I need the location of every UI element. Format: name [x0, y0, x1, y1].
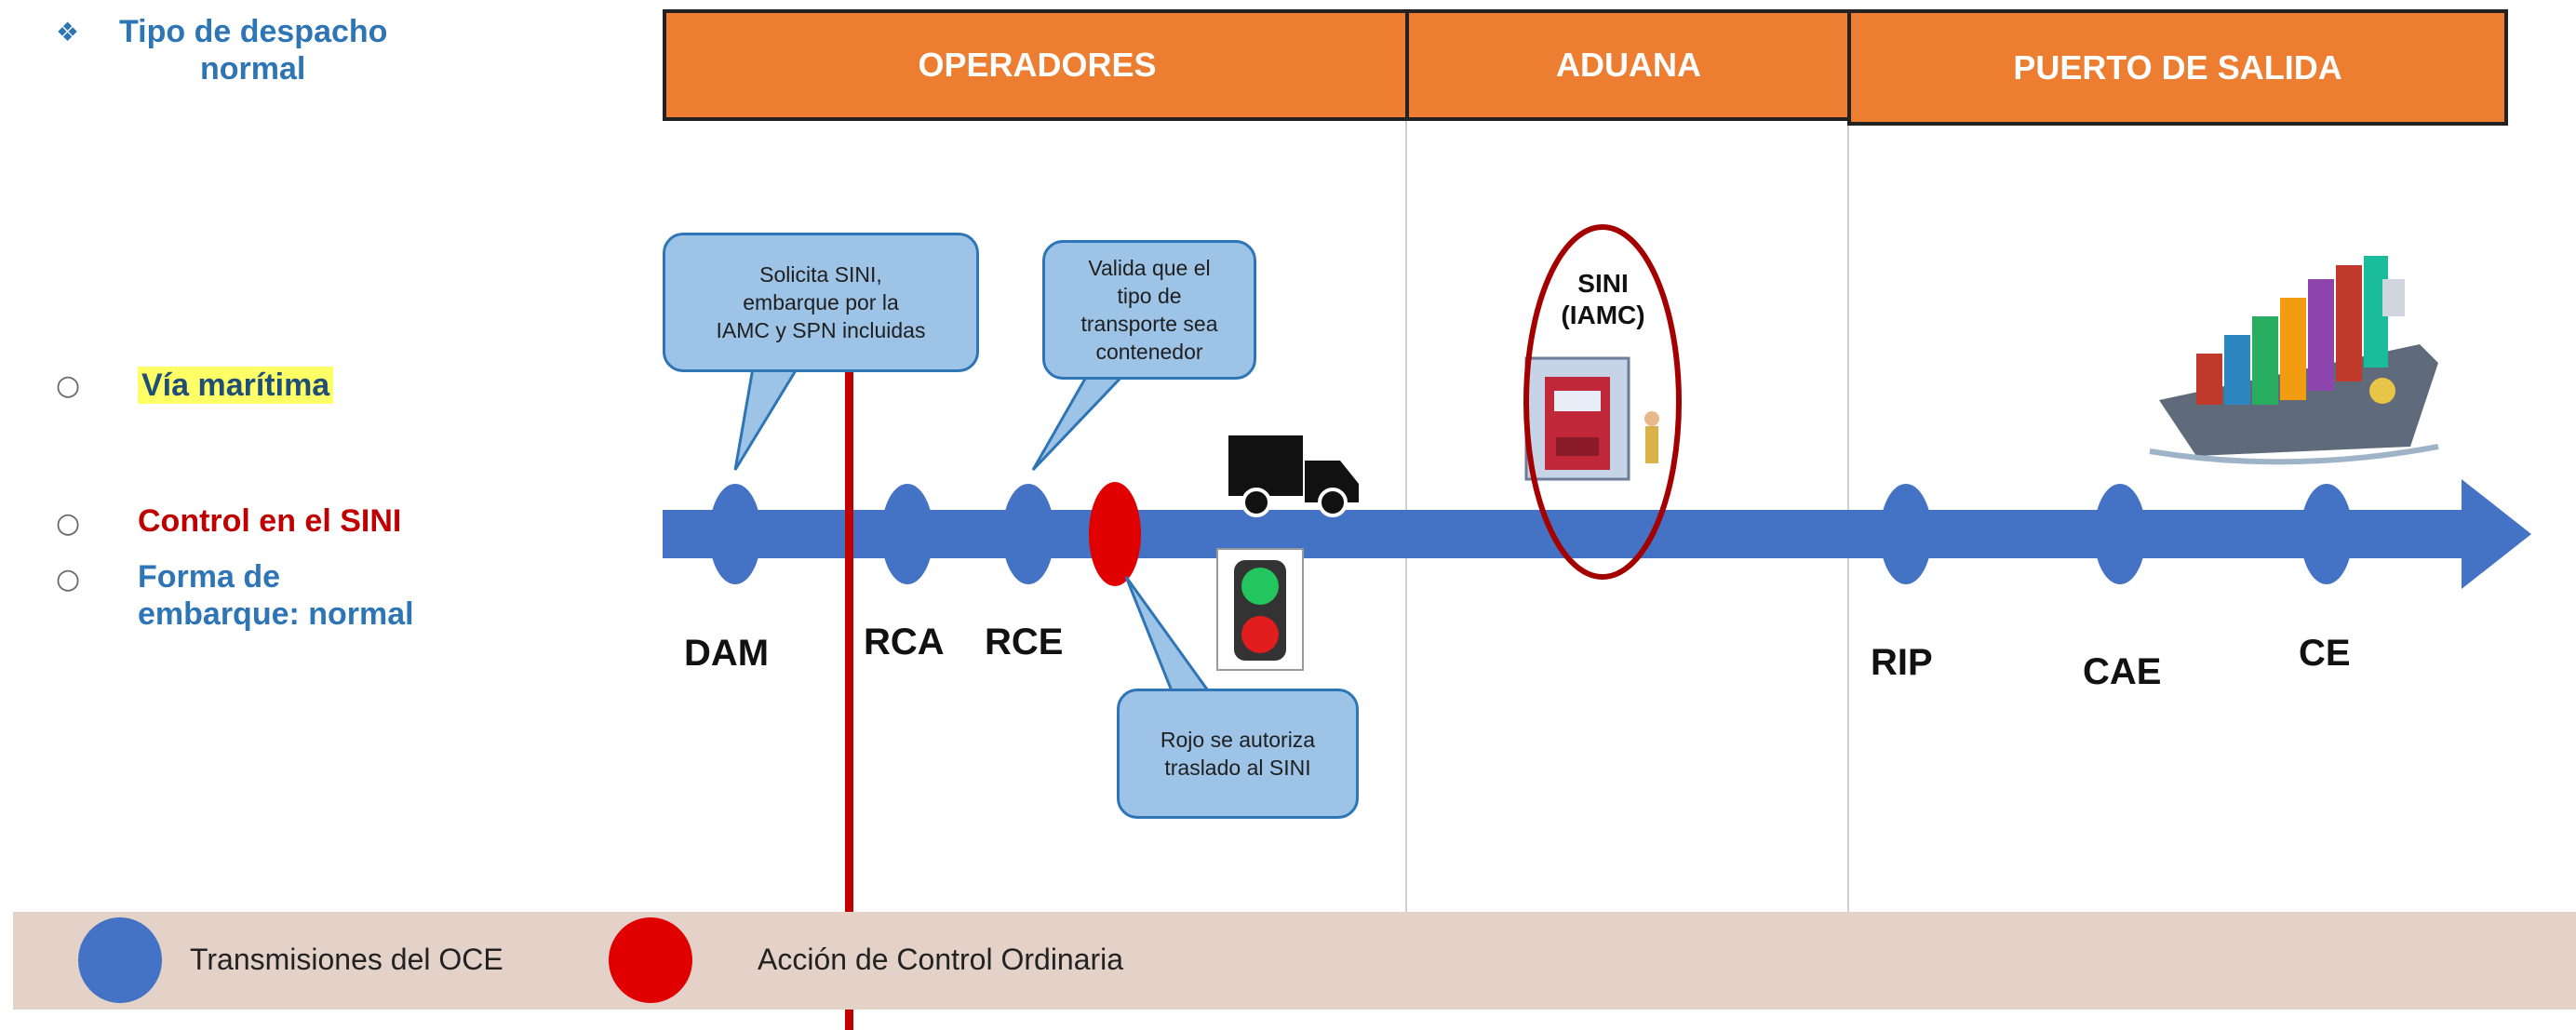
- node-rce: [1002, 484, 1054, 584]
- milestone-ce: CE: [2299, 633, 2351, 674]
- legend-bar: Transmisiones del OCE Acción de Control …: [13, 912, 2576, 1010]
- milestone-rca: RCA: [864, 622, 945, 662]
- header-operadores: OPERADORES: [663, 9, 1412, 121]
- legend-red-dot: [609, 917, 692, 1003]
- callout-rce: Valida que el tipo de transporte sea con…: [1042, 240, 1256, 380]
- legend-red-label: Acción de Control Ordinaria: [758, 943, 1124, 976]
- milestone-cae: CAE: [2083, 651, 2162, 692]
- callout-tail-rce: [1031, 370, 1130, 472]
- milestone-rip: RIP: [1871, 642, 1933, 683]
- red-marker-line: [845, 372, 853, 1030]
- dispatch-type-title: Tipo de despacho: [119, 14, 388, 49]
- sini-label-line1: SINI: [1577, 269, 1629, 298]
- timeline-arrow-head: [2462, 479, 2531, 589]
- legend-blue-label: Transmisiones del OCE: [190, 943, 503, 976]
- sini-label: SINI (IAMC): [1536, 268, 1670, 331]
- callout-tail-red: [1124, 576, 1213, 695]
- sini-highlight-ellipse: [1523, 224, 1682, 580]
- callout-tail-dam: [733, 361, 803, 471]
- sini-label-line2: (IAMC): [1561, 301, 1645, 329]
- sini-scanner-icon: [1524, 356, 1659, 481]
- node-dam: [709, 484, 761, 584]
- forma-embarque-value: embarque: normal: [138, 596, 414, 632]
- cargo-ship-icon: [2149, 256, 2439, 465]
- via-maritima-label: Vía marítima: [138, 367, 334, 404]
- header-puerto-salida: PUERTO DE SALIDA: [1847, 9, 2508, 126]
- node-rip: [1880, 484, 1932, 584]
- callout-red: Rojo se autoriza traslado al SINI: [1117, 689, 1359, 819]
- circle-bullet-icon: ○: [56, 563, 81, 595]
- legend-blue-dot: [78, 917, 162, 1003]
- forma-embarque-label: Forma de: [138, 559, 281, 595]
- node-cae: [2094, 484, 2146, 584]
- control-sini-label: Control en el SINI: [138, 503, 402, 539]
- callout-dam: Solicita SINI, embarque por la IAMC y SP…: [663, 233, 979, 372]
- header-aduana: ADUANA: [1405, 9, 1852, 121]
- traffic-light-icon: [1216, 548, 1304, 671]
- node-rca: [881, 484, 933, 584]
- truck-icon: [1228, 435, 1359, 517]
- circle-bullet-icon: ○: [56, 369, 81, 402]
- node-red-control: [1089, 482, 1141, 586]
- milestone-dam: DAM: [684, 633, 770, 674]
- diamond-bullet-icon: ❖: [56, 18, 80, 47]
- dispatch-type-subtitle: normal: [200, 51, 306, 87]
- circle-bullet-icon: ○: [56, 507, 81, 540]
- node-ce: [2301, 484, 2353, 584]
- milestone-rce: RCE: [985, 622, 1064, 662]
